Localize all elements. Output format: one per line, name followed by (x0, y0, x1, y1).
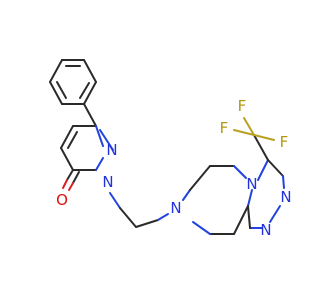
molecule-diagram: N N O N N N N F F F (49, 59, 292, 239)
trifluoromethyl-group (233, 117, 275, 161)
atom-n-triazole-b: N (260, 221, 271, 239)
atom-fluorine-right: F (280, 133, 289, 151)
phenyl-ring (49, 59, 97, 105)
atom-fluorine-top: F (238, 97, 247, 115)
triazole-ring (247, 159, 285, 229)
linker-bond-b (119, 207, 137, 228)
molecule-structure: N N O N N N N F F F (49, 59, 292, 239)
atom-n-piperazine: N (170, 199, 181, 217)
pyridazinone-ring (60, 125, 114, 191)
phenyl-link-bond (83, 103, 97, 127)
atom-fluorine-left: F (220, 119, 229, 137)
atom-n-triazole-a: N (280, 188, 291, 206)
atom-n-pyridazine-a: N (106, 141, 117, 159)
linker-bond-c (135, 219, 159, 228)
atom-n-pyridazine-b: N (102, 173, 113, 191)
linker-bond-a (109, 192, 121, 209)
atom-oxygen: O (56, 191, 68, 209)
tetrahydro-ring (182, 165, 253, 235)
atom-n-triazole-bridge: N (246, 175, 257, 193)
linker-bond-d (157, 213, 169, 221)
